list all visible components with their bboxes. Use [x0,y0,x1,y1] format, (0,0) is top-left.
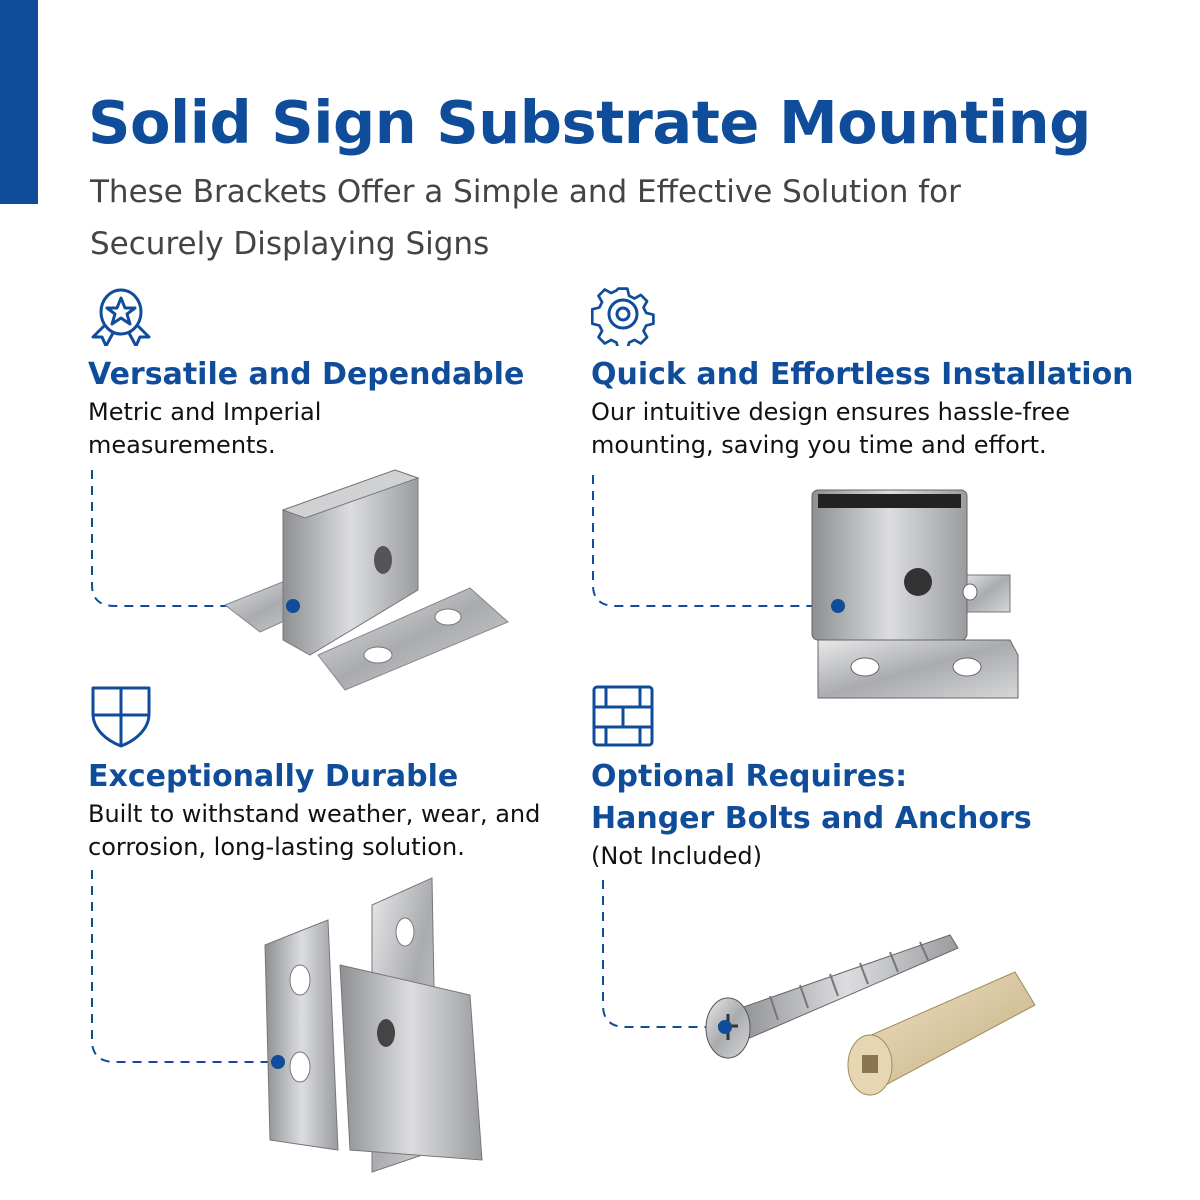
feature-optional-requirements: Optional Requires: Hanger Bolts and Anch… [591,684,1151,873]
feature-title: Exceptionally Durable [88,759,459,794]
shield-icon [91,686,151,748]
bracket-image-3 [264,877,483,1173]
gear-icon [591,287,655,346]
feature-title: Optional Requires: [591,759,908,794]
hanger-bolt-and-anchor-image [705,934,1036,1096]
bracket-image-1 [224,469,509,691]
connector-line-3 [91,870,278,1063]
feature-durable: Exceptionally Durable Built to withstand… [88,684,568,864]
award-ribbon-icon [91,288,151,346]
feature-installation: Quick and Effortless Installation Our in… [591,282,1151,462]
feature-body: Our intuitive design ensures hassle-free… [591,398,1070,459]
connector-dot-4 [718,1020,732,1034]
connector-dot-3 [271,1055,285,1069]
feature-title: Quick and Effortless Installation [591,357,1134,392]
connector-line-2 [592,475,838,607]
connector-dot-2 [831,599,845,613]
feature-body: Metric and Imperial measurements. [88,398,322,459]
feature-title: Versatile and Dependable [88,357,525,392]
connector-line-1 [91,470,293,607]
feature-versatile: Versatile and Dependable Metric and Impe… [88,282,548,462]
feature-title-2: Hanger Bolts and Anchors [591,801,1032,836]
feature-body: (Not Included) [591,842,762,870]
page-subtitle: These Brackets Offer a Simple and Effect… [90,174,961,262]
page-title: Solid Sign Substrate Mounting [88,88,1091,157]
connector-line-4 [602,880,725,1028]
accent-bar [0,0,38,204]
feature-body: Built to withstand weather, wear, and co… [88,800,541,861]
bracket-image-2 [811,489,1019,699]
connector-dot-1 [286,599,300,613]
brick-wall-icon [592,685,654,747]
